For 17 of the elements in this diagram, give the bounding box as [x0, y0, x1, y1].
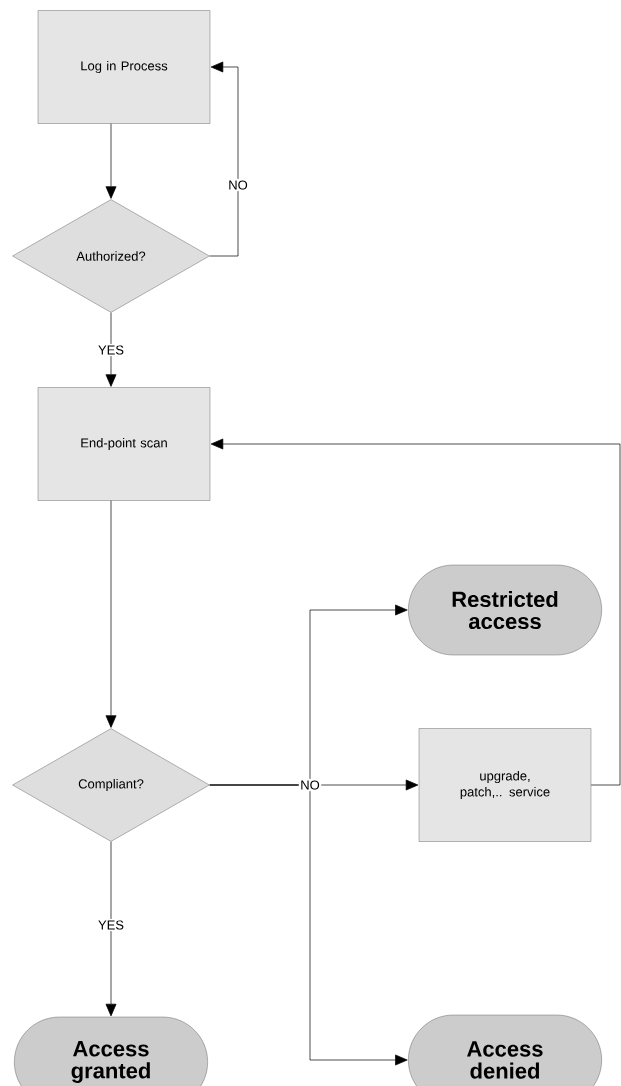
edge-label: YES	[96, 918, 126, 932]
process-box: upgrade, patch,.. service	[418, 728, 592, 842]
terminal-pill: Access denied	[408, 1014, 602, 1086]
arrow	[105, 312, 117, 387]
arrow	[105, 123, 117, 199]
edge-label: NO	[226, 178, 250, 192]
terminal-pill: Access granted	[14, 1016, 208, 1086]
arrow	[209, 61, 239, 257]
arrow	[210, 438, 621, 786]
process-box: Log in Process	[37, 10, 211, 124]
arrow	[105, 500, 117, 728]
arrow	[209, 784, 408, 1066]
edge-label: NO	[298, 778, 322, 792]
terminal-pill: Restricted access	[408, 564, 602, 656]
arrow	[105, 841, 117, 1017]
process-box: End-point scan	[37, 387, 211, 501]
edge-label: YES	[96, 343, 126, 357]
